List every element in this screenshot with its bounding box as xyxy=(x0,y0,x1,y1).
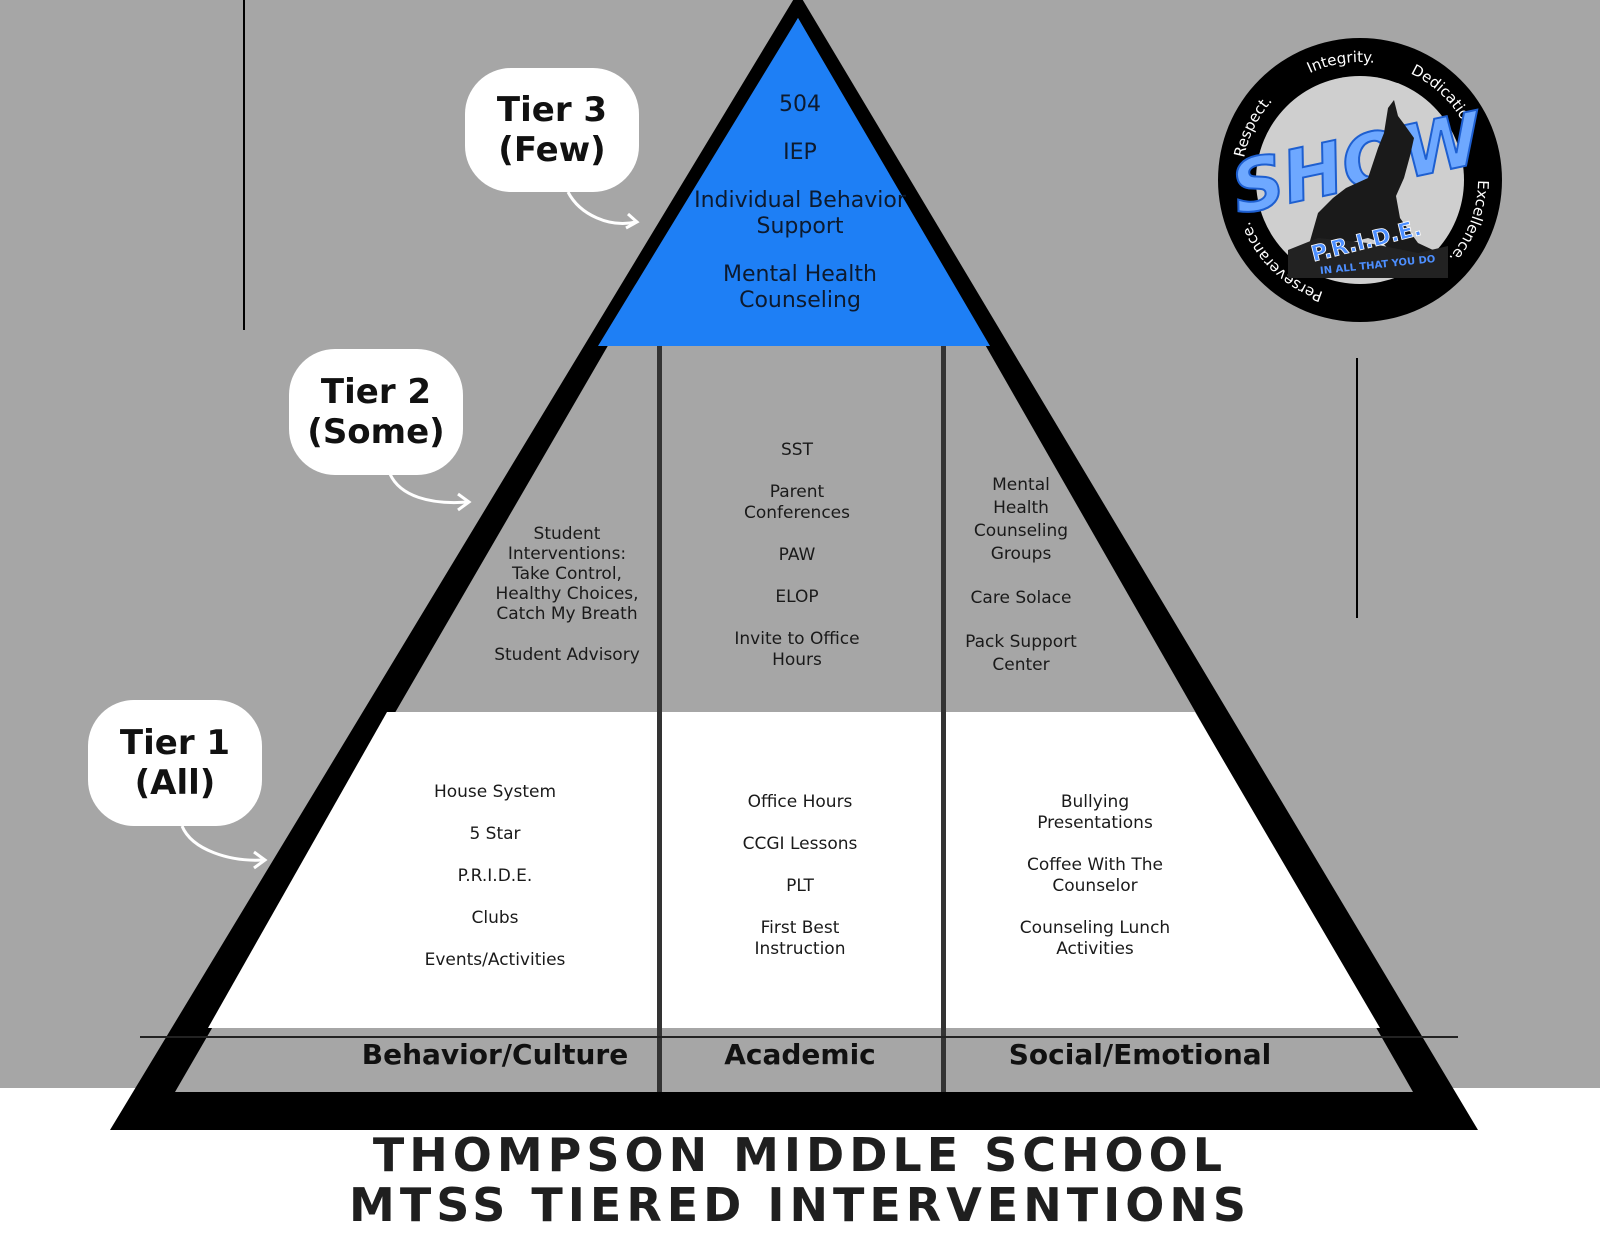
tier2-academic-item: Parent Conferences xyxy=(743,482,850,523)
tier1-region xyxy=(208,712,1380,1028)
rock-icon xyxy=(1288,238,1448,278)
tier3-arrow xyxy=(566,191,637,225)
tier2-bubble: Tier 2(Some) xyxy=(289,349,463,475)
tier1-behavior-item: Events/Activities xyxy=(424,950,566,970)
tier2-arrowhead xyxy=(457,492,472,512)
tier1-arrowhead xyxy=(253,850,268,870)
category-line xyxy=(140,1036,1458,1038)
tier3-arrowhead xyxy=(625,212,640,230)
tier2-social-list: Mental Health Counseling Groups Care Sol… xyxy=(962,474,1080,698)
tier1-academic-item: First Best Instruction xyxy=(754,918,846,959)
tier3-item: Individual Behavior Support xyxy=(694,188,906,239)
school-logo: Respect. Integrity. Dedication. Excellen… xyxy=(1218,38,1502,322)
tier1-bubble: Tier 1(All) xyxy=(88,700,262,826)
tier2-sublabel: (Some) xyxy=(307,412,445,452)
tier1-academic-item: CCGI Lessons xyxy=(742,834,858,854)
tier1-social-item: Counseling Lunch Activities xyxy=(1019,918,1171,959)
tier3-region xyxy=(598,18,990,346)
tier1-arrow xyxy=(180,825,265,862)
tier1-academic-item: Office Hours xyxy=(747,792,853,812)
tier2-social-item: Care Solace xyxy=(970,588,1072,608)
tier2-academic-list: SST Parent Conferences PAW ELOP Invite t… xyxy=(720,440,874,692)
tier2-behavior-item: Student Advisory xyxy=(494,645,640,665)
category-behavior-culture: Behavior/Culture xyxy=(361,1038,629,1071)
tier1-academic-item: PLT xyxy=(786,876,814,896)
tier2-academic-item: Invite to Office Hours xyxy=(734,629,860,670)
tier1-behavior-list: House System 5 Star P.R.I.D.E. Clubs Eve… xyxy=(405,782,585,992)
tier2-academic-item: SST xyxy=(781,440,813,460)
tier1-behavior-item: House System xyxy=(433,782,557,802)
tier1-social-item: Bullying Presentations xyxy=(1037,792,1153,833)
tier2-label: Tier 2 xyxy=(320,372,432,412)
title-line-1: THOMPSON MIDDLE SCHOOL xyxy=(372,1128,1228,1182)
tier1-behavior-item: P.R.I.D.E. xyxy=(457,866,533,886)
tier2-arrow xyxy=(388,473,469,505)
wolf-icon xyxy=(1308,100,1433,263)
tier1-behavior-item: Clubs xyxy=(471,908,519,928)
tier3-item: 504 xyxy=(779,92,821,117)
column-divider-left xyxy=(657,346,662,1092)
category-social-emotional: Social/Emotional xyxy=(1008,1038,1272,1071)
tier2-behavior-list: Student Interventions: Take Control, Hea… xyxy=(492,524,642,686)
tier1-behavior-item: 5 Star xyxy=(469,824,521,844)
logo-inner-circle xyxy=(1256,76,1464,284)
tier2-behavior-item: Student Interventions: Take Control, Hea… xyxy=(495,524,639,624)
tier1-social-list: Bullying Presentations Coffee With The C… xyxy=(1010,792,1180,981)
tier2-social-item: Mental Health Counseling Groups xyxy=(973,475,1069,564)
decorative-line-left xyxy=(243,0,245,330)
tier1-sublabel: (All) xyxy=(134,763,216,803)
tier2-academic-item: PAW xyxy=(778,545,816,565)
tier3-item: Mental Health Counseling xyxy=(723,262,877,313)
tier3-list: 504 IEP Individual Behavior Support Ment… xyxy=(690,92,910,336)
tier3-item: IEP xyxy=(783,140,817,165)
category-academic: Academic xyxy=(724,1038,876,1071)
tier3-bubble: Tier 3(Few) xyxy=(465,68,639,192)
decorative-line-right xyxy=(1356,358,1358,618)
tier1-academic-list: Office Hours CCGI Lessons PLT First Best… xyxy=(720,792,880,981)
tier1-social-item: Coffee With The Counselor xyxy=(1027,855,1163,896)
tier2-social-item: Pack Support Center xyxy=(965,632,1077,675)
tier2-academic-item: ELOP xyxy=(775,587,819,607)
tier1-label: Tier 1 xyxy=(119,723,231,763)
tier3-label: Tier 3 xyxy=(496,90,608,130)
title-line-2: MTSS TIERED INTERVENTIONS xyxy=(349,1178,1251,1232)
column-divider-right xyxy=(941,346,946,1092)
tier3-sublabel: (Few) xyxy=(498,130,606,170)
